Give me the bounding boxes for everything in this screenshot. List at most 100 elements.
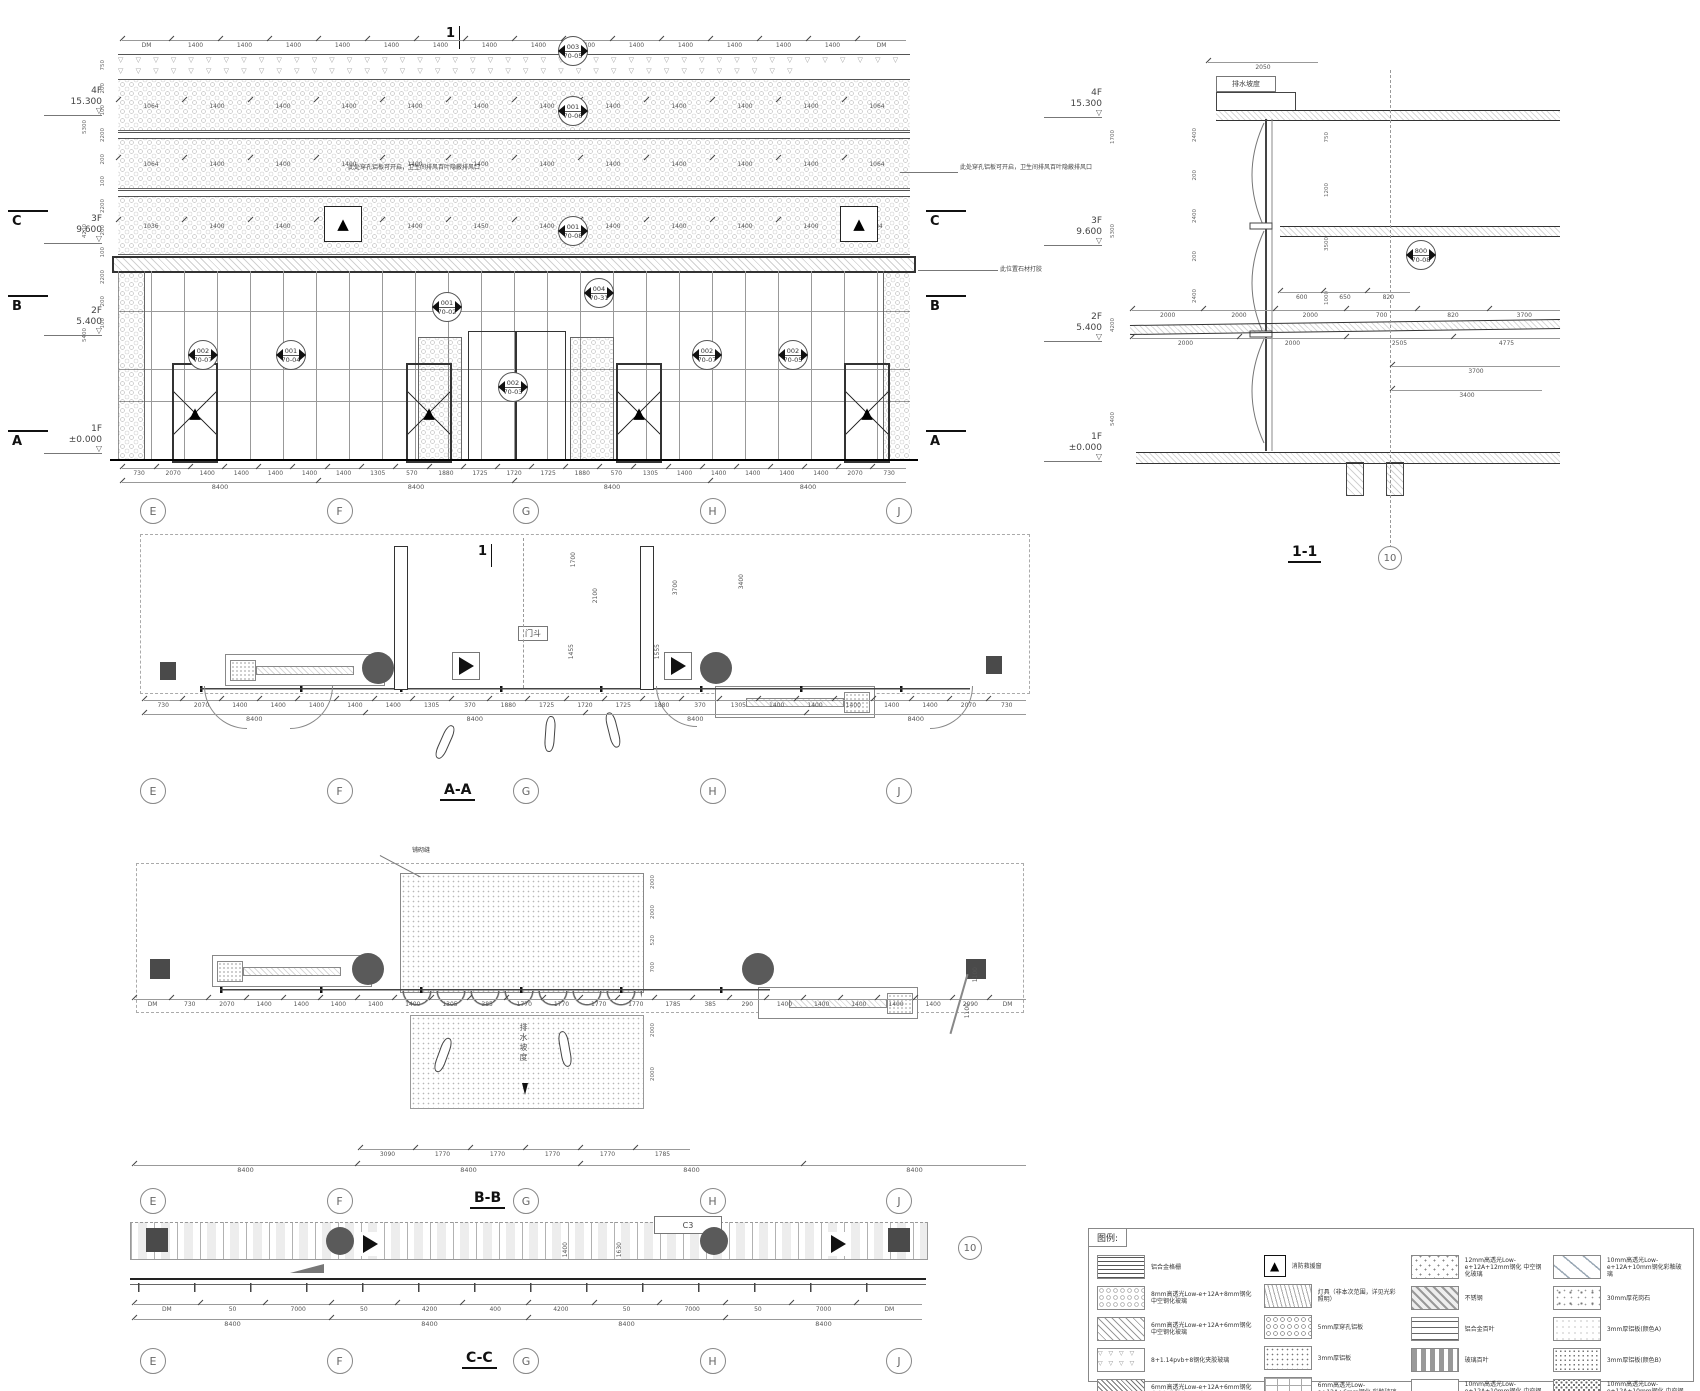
vent-note-left: 此处穿孔铝板可开启，卫生间排风百叶隐蔽排风口	[348, 164, 481, 171]
dimension-label: 200	[100, 82, 106, 94]
dimension-label: DM	[122, 42, 171, 49]
dimension-label: 1400	[250, 223, 316, 230]
dimension-label: 1400	[796, 702, 834, 709]
dimension-label: 2070	[182, 702, 220, 709]
dimension-label: 1400	[514, 161, 580, 168]
dimension-label: 1400	[297, 702, 335, 709]
grid-bubble: H	[699, 1188, 726, 1214]
section-2f-dimension-row-3: 3700	[1392, 366, 1560, 375]
dimension-label: 1400	[873, 702, 911, 709]
dimension-label: 1400	[394, 1001, 431, 1008]
dimension-label: 2200	[100, 269, 106, 284]
corner-column	[966, 959, 986, 979]
entrance-arrow-box	[452, 652, 480, 680]
legend-item-label: 灯具（非本次范围，详见光彩照明）	[1317, 1289, 1396, 1303]
dimension-label: 1400	[514, 42, 563, 49]
callout-number: 002	[193, 347, 213, 356]
bay-dimension-label: 8400	[528, 1321, 725, 1328]
bay-dimension-label: 8400	[365, 716, 586, 723]
footing	[1386, 462, 1404, 496]
bay-dimension-label: 8400	[144, 716, 365, 723]
dimension-label: 1400	[184, 103, 250, 110]
ground-line	[110, 459, 918, 461]
legend-item: 6mm高透光Low-e+12A+6mm钢化 中空钢化玻璃+百叶	[1097, 1379, 1254, 1391]
dimension-label: 1400	[778, 161, 844, 168]
dimension-label: 7000	[791, 1306, 857, 1313]
dimension-label: 200	[100, 295, 106, 307]
legend-item-label: 消防救援窗	[1291, 1262, 1322, 1270]
legend-item: 铝合金百叶	[1410, 1317, 1543, 1341]
bay-dimension-label: 8400	[725, 1321, 922, 1328]
plan-boundary	[140, 534, 1030, 694]
bay-dimension-label: 8400	[710, 484, 906, 491]
section-mark-b-left: B	[8, 295, 48, 314]
legend-item-label: 铝合金格栅	[1151, 1263, 1182, 1271]
bench-planter	[225, 654, 385, 686]
grid-bubble: H	[699, 778, 726, 804]
dimension-label: 1400	[316, 161, 382, 168]
legend-swatch-icon	[1263, 1284, 1312, 1308]
legend-item-label: 不锈钢	[1464, 1294, 1483, 1302]
dimension-label: 700	[1346, 312, 1417, 319]
vertical-dimension: 1630	[616, 1242, 623, 1258]
bay-dimension-label: 8400	[134, 1167, 357, 1174]
dimension-label: 820	[1417, 312, 1488, 319]
vertical-dimension: 3400	[738, 574, 745, 590]
dimension-label: 385	[469, 1001, 506, 1008]
up-triangle-icon: ▲	[189, 403, 201, 422]
dimension-label: 1400	[448, 161, 514, 168]
level-elevation: 9.600	[76, 225, 102, 235]
dimension-label: 570	[599, 470, 633, 477]
callout-number: 003	[563, 43, 583, 52]
legend-item-label: 6mm高透光Low-e+12A+6mm钢化 彩釉玻璃	[1317, 1382, 1397, 1391]
corner-column	[146, 1228, 168, 1252]
dimension-label: 730	[144, 702, 182, 709]
legend-item-label: 6mm高透光Low-e+12A+6mm钢化 中空钢化玻璃	[1151, 1322, 1252, 1336]
door-vestibule-label: 门斗	[518, 626, 548, 641]
dimension-label: 200	[1192, 250, 1198, 262]
level-name: 4F	[91, 86, 102, 96]
dimension-label: 1400	[808, 42, 857, 49]
dimension-label: 3400	[1392, 392, 1542, 399]
legend-item-label: 3mm厚铝板	[1317, 1354, 1352, 1362]
stone-seal-note: 此位置石材打胶	[1000, 266, 1043, 273]
door-frame-pylon	[640, 546, 654, 690]
level-symbol-icon: ▽	[1095, 108, 1102, 117]
level-marker-4f-section: 4F 15.300 ▽	[1044, 88, 1103, 118]
legend-swatch-icon	[1263, 1377, 1312, 1391]
dimension-label: 2200	[100, 198, 106, 213]
dimension-label: 1400	[327, 470, 361, 477]
dimension-label: 200	[1192, 170, 1198, 181]
legend-swatch-icon	[1552, 1286, 1601, 1310]
round-column	[700, 652, 732, 684]
section-1-1-title: 1-1	[1288, 544, 1322, 563]
dimension-label: 2000	[1275, 312, 1346, 319]
storefront-mullion-line	[200, 686, 970, 692]
dimension-label: 1725	[604, 702, 642, 709]
fire-rescue-triangle-icon: ▲	[337, 214, 349, 233]
dimension-label: 1400	[448, 103, 514, 110]
grid-bubble: E	[140, 1188, 166, 1214]
level-name: 1F	[1091, 432, 1102, 442]
elevator-x-panel: ▲	[406, 363, 452, 463]
legend-item: 消防救援窗	[1263, 1255, 1401, 1277]
dimension-label: 1400	[357, 1001, 394, 1008]
dimension-label: 4775	[1453, 340, 1560, 347]
callout-sheet: 70-08	[563, 231, 583, 240]
dimension-label: 2050	[1208, 64, 1318, 71]
level-name: 4F	[1091, 88, 1102, 98]
dimension-label: 1400	[702, 470, 736, 477]
dimension-label: 2070	[949, 702, 987, 709]
bay-dimension-label: 8400	[806, 716, 1027, 723]
second-floor-canopy-slab	[1129, 318, 1561, 336]
dimension-label: 1400	[250, 161, 316, 168]
dimension-label: 600	[1280, 294, 1323, 301]
